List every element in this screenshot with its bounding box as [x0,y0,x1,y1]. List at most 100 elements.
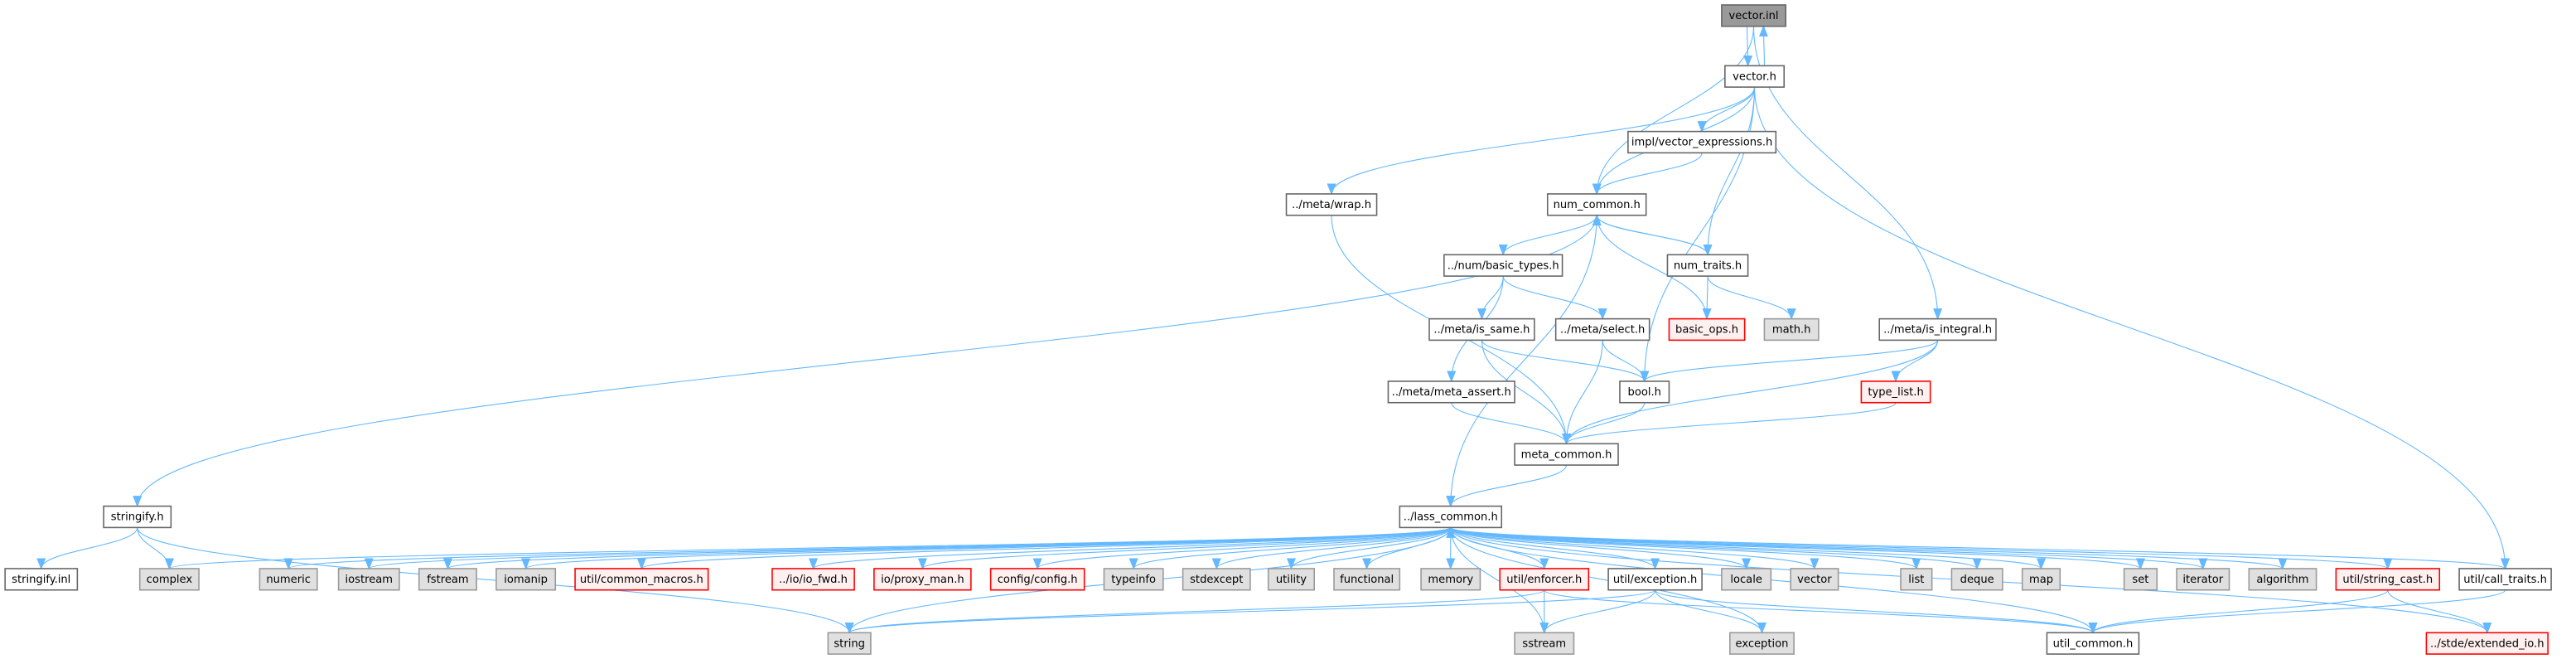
node-typeinfo[interactable]: typeinfo [1103,568,1164,591]
node-exception[interactable]: exception [1729,632,1795,655]
edge-lass_common-to-vector [1450,526,1820,570]
node-bool-h[interactable]: bool.h [1619,380,1670,404]
node-deque[interactable]: deque [1950,568,2003,591]
node-box [574,568,709,591]
node-utility[interactable]: utility [1267,568,1316,591]
edge-meta_common-to-lass_common [1446,464,1568,508]
node-algorithm[interactable]: algorithm [2248,568,2317,591]
edge-lass_common-to-typeinfo [1129,526,1452,570]
node-box [1499,568,1590,591]
node-enforcer[interactable]: util/enforcer.h [1499,568,1590,591]
node-label: vector.h [1733,70,1776,83]
node-call-traits[interactable]: util/call_traits.h [2458,568,2552,591]
node-box [1627,130,1777,154]
node-map[interactable]: map [2021,568,2061,591]
node-label: string [834,637,865,650]
node-label: util/exception.h [1613,574,1697,586]
node-functional[interactable]: functional [1333,568,1401,591]
node-fstream[interactable]: fstream [418,568,477,591]
node-box [2176,568,2230,591]
node-label: algorithm [2256,574,2308,586]
node-box [138,568,200,591]
node-complex[interactable]: complex [138,568,200,591]
edge-num_traits-to-math_h [1707,275,1796,321]
node-meta-common[interactable]: meta_common.h [1514,443,1619,466]
edge-meta_assert-to-meta_common [1451,402,1572,445]
node-box [1428,317,1535,342]
edge-lass_common-to-fstream [443,526,1452,570]
node-io-fwd[interactable]: ../io/io_fwd.h [771,568,855,591]
node-label: util_common.h [2053,637,2134,650]
edge-num_traits-to-basic_ops [1702,276,1712,321]
edge-select-to-meta_common [1561,340,1603,445]
node-vector[interactable]: vector [1790,568,1839,591]
node-box [2248,568,2317,591]
node-vector-h[interactable]: vector.h [1724,65,1786,88]
node-set[interactable]: set [2123,568,2158,591]
node-math-h[interactable]: math.h [1763,317,1820,342]
node-memory[interactable]: memory [1420,568,1481,591]
node-iostream[interactable]: iostream [337,568,400,591]
node-label: memory [1428,574,1473,586]
edge-lass_common-to-utility [1287,527,1452,570]
node-box [2123,568,2158,591]
node-is-same[interactable]: ../meta/is_same.h [1428,317,1535,342]
node-label: ../lass_common.h [1404,511,1498,524]
node-label: num_common.h [1554,199,1641,211]
node-type-list[interactable]: type_list.h [1860,380,1931,404]
node-label: functional [1340,574,1394,586]
edge-lass_common-to-string_cast [1450,526,2392,570]
node-select[interactable]: ../meta/select.h [1554,317,1650,342]
edge-string_cast-to-util_common [2088,589,2389,634]
node-box [103,505,172,529]
node-box [1285,193,1378,216]
node-label: deque [1960,574,1994,586]
node-box [827,632,872,655]
node-locale[interactable]: locale [1721,568,1772,591]
node-basic-ops[interactable]: basic_ops.h [1668,317,1746,342]
node-impl-vexpr[interactable]: impl/vector_expressions.h [1627,130,1777,154]
node-util-common[interactable]: util_common.h [2046,632,2140,655]
node-stdexcept[interactable]: stdexcept [1182,568,1251,591]
node-basic-types[interactable]: ../num/basic_types.h [1443,254,1563,277]
node-vector-inl[interactable]: vector.inl [1721,4,1787,27]
edge-vector_h-to-impl_vexpr [1697,87,1756,133]
node-is-integral[interactable]: ../meta/is_integral.h [1878,317,1997,342]
node-meta-wrap[interactable]: ../meta/wrap.h [1285,193,1378,216]
node-box [771,568,855,591]
node-box [1546,193,1647,216]
edge-vector_h-to-num_traits [1703,87,1756,256]
node-extended-io[interactable]: ../stde/extended_io.h [2425,632,2549,655]
node-iomanip[interactable]: iomanip [495,568,557,591]
node-label: ../meta/is_integral.h [1883,324,1992,337]
edge-lass_common-to-deque [1450,526,1982,570]
node-common-macros[interactable]: util/common_macros.h [574,568,709,591]
node-string-cast[interactable]: util/string_cast.h [2335,568,2441,591]
node-numeric[interactable]: numeric [259,568,318,591]
node-num-traits[interactable]: num_traits.h [1666,254,1749,277]
node-list[interactable]: list [1900,568,1933,591]
node-iterator[interactable]: iterator [2176,568,2230,591]
node-exception-h[interactable]: util/exception.h [1607,568,1703,591]
edge-num_common-to-lass_common [1446,215,1597,508]
edge-is_same-to-meta_common [1481,340,1572,445]
node-label: utility [1276,574,1307,586]
edge-lass_common-to-map [1450,526,2046,570]
edge-bool_h-to-meta_common [1562,402,1646,445]
node-num-common[interactable]: num_common.h [1546,193,1647,216]
node-string[interactable]: string [827,632,872,655]
edge-lass_common-to-iterator [1450,526,2207,570]
node-meta-assert[interactable]: ../meta/meta_assert.h [1387,380,1515,404]
node-lass-common[interactable]: ../lass_common.h [1399,505,1503,529]
node-label: ../meta/wrap.h [1292,199,1371,211]
edge-lass_common-to-call_traits [1450,526,2510,570]
node-label: stdexcept [1190,574,1243,586]
edge-lass_common-to-sstream [1450,527,1549,634]
node-stringify-inl[interactable]: stringify.inl [4,568,79,591]
node-proxy-man[interactable]: io/proxy_man.h [873,568,972,591]
node-sstream[interactable]: sstream [1514,632,1575,655]
node-stringify-h[interactable]: stringify.h [103,505,172,529]
node-box [1103,568,1164,591]
node-config[interactable]: config/config.h [989,568,1085,591]
